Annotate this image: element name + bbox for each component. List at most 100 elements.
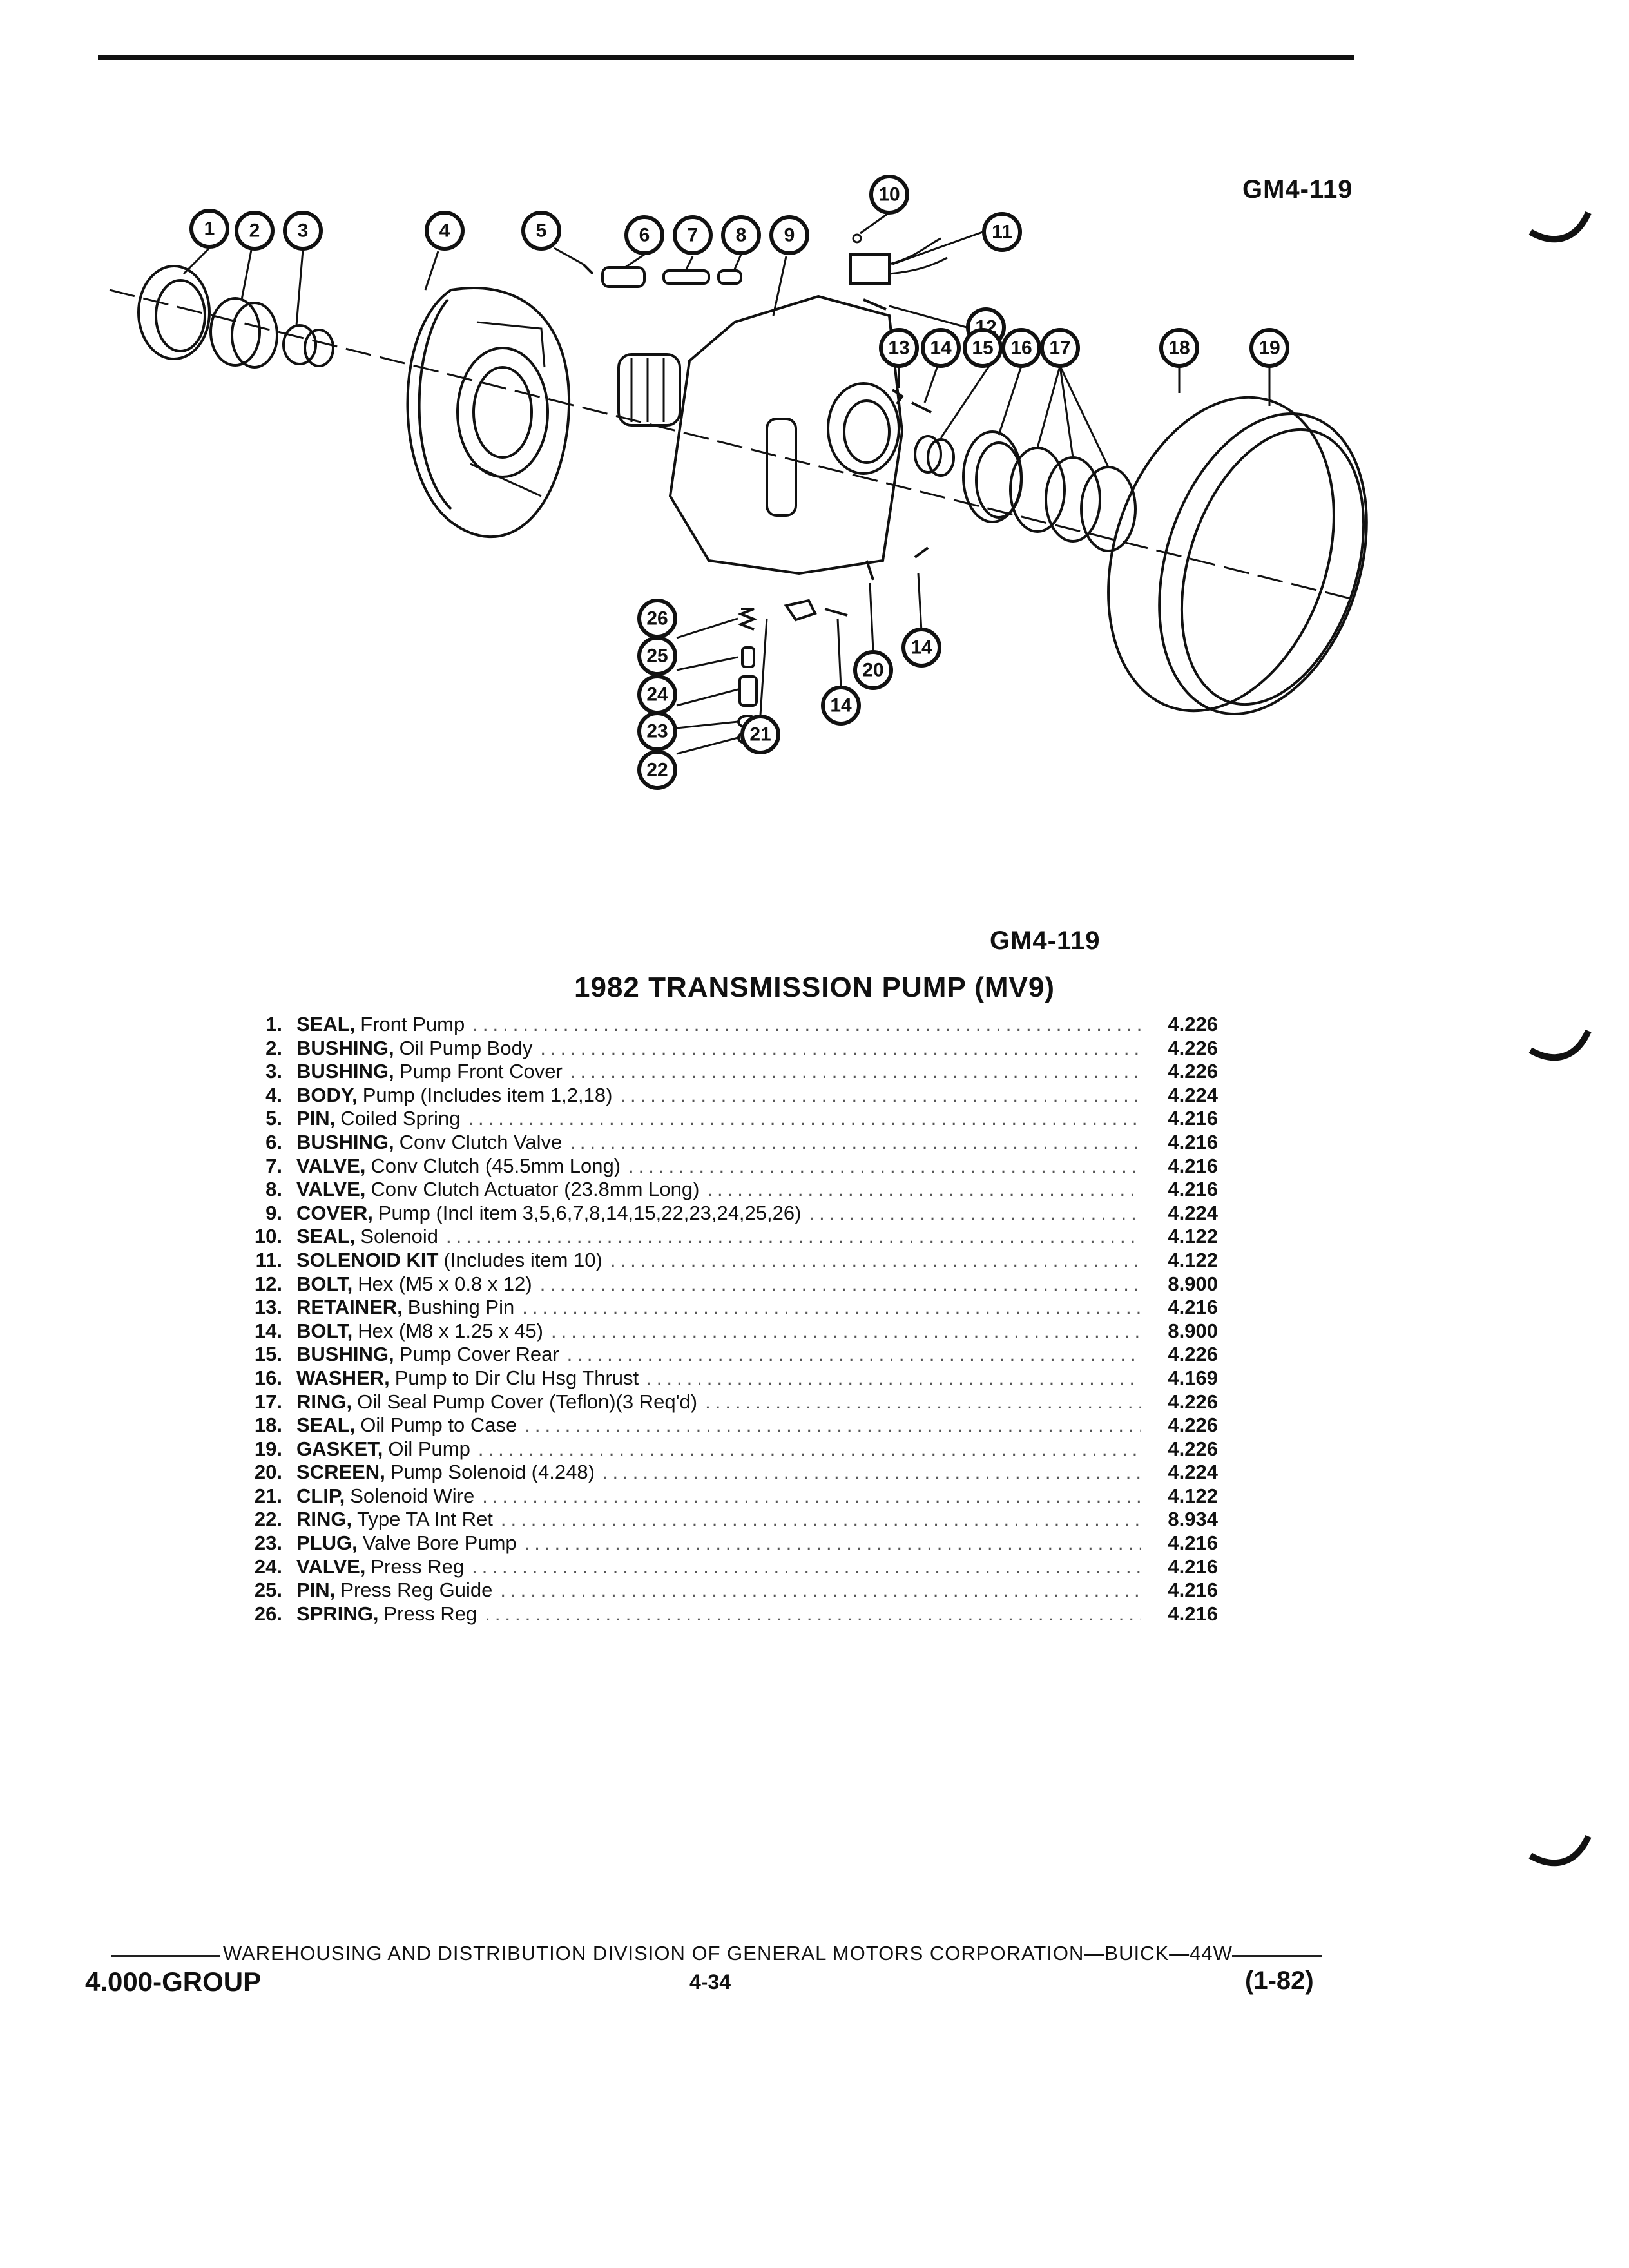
part-bushing-pump-cover-rear (914, 435, 955, 477)
part-solenoid-kit (849, 233, 948, 311)
leader-dots (438, 1225, 1141, 1248)
parts-list-row: 22.RING,Type TA Int Ret8.934 (213, 1508, 1218, 1532)
part-description: Press Reg Guide (340, 1579, 493, 1602)
parts-list-row: 25.PIN,Press Reg Guide4.216 (213, 1579, 1218, 1602)
part-bushing-front-cover (282, 324, 334, 367)
footer-rule-right (1232, 1955, 1322, 1957)
leader-dots (595, 1461, 1141, 1484)
leader-dots (602, 1249, 1141, 1272)
callout-25: 25 (637, 636, 677, 676)
svg-text:7: 7 (688, 225, 699, 246)
part-number: 11. (255, 1248, 282, 1271)
leader-dots (465, 1013, 1141, 1036)
callout-14c: 14 (901, 628, 941, 668)
svg-text:21: 21 (749, 724, 771, 745)
svg-text:13: 13 (888, 338, 909, 359)
leader-dots (474, 1485, 1141, 1508)
part-reference: 4.216 (1168, 1555, 1218, 1578)
parts-list-row: 4.BODY,Pump (Includes item 1,2,18)4.224 (213, 1084, 1218, 1108)
part-description: Conv Clutch Actuator (23.8mm Long) (371, 1178, 700, 1201)
part-number: 6. (265, 1130, 282, 1153)
part-name: GASKET, (296, 1437, 383, 1460)
part-name: PIN, (296, 1107, 336, 1130)
part-number: 13. (254, 1296, 282, 1319)
part-description: Pump (Includes item 1,2,18) (362, 1083, 613, 1106)
part-reference: 4.226 (1168, 1343, 1218, 1366)
callout-15: 15 (963, 328, 1003, 368)
part-reference: 4.226 (1168, 1060, 1218, 1083)
leader-dots (621, 1155, 1141, 1178)
leader-dots (801, 1202, 1141, 1225)
svg-text:4: 4 (439, 220, 450, 242)
part-pump-body (406, 286, 571, 539)
part-number: 18. (254, 1414, 282, 1437)
part-name: RETAINER, (296, 1296, 403, 1319)
svg-text:19: 19 (1258, 338, 1280, 359)
part-name: RING, (296, 1390, 352, 1413)
part-description: Oil Seal Pump Cover (Teflon)(3 Req'd) (357, 1390, 698, 1413)
leader-dots (697, 1390, 1141, 1414)
callout-3: 3 (283, 211, 323, 251)
part-reference: 4.226 (1168, 1013, 1218, 1035)
callout-11: 11 (982, 212, 1022, 252)
svg-text:26: 26 (646, 608, 668, 629)
part-description: Hex (M8 x 1.25 x 45) (358, 1319, 543, 1342)
part-reference: 4.216 (1168, 1532, 1218, 1555)
part-name: SEAL, (296, 1225, 356, 1248)
part-description: Pump Solenoid (4.248) (390, 1461, 595, 1484)
part-number: 19. (254, 1437, 282, 1460)
leader-dots (699, 1178, 1141, 1201)
callout-19: 19 (1249, 328, 1289, 368)
part-reference: 4.216 (1168, 1154, 1218, 1177)
part-solenoid-wire-clip (784, 599, 817, 622)
leader-dots (532, 1037, 1141, 1060)
callout-6: 6 (624, 215, 664, 255)
part-oil-pump-to-case-seal (1107, 396, 1335, 713)
parts-list-row: 3.BUSHING,Pump Front Cover4.226 (213, 1060, 1218, 1084)
callout-24: 24 (637, 675, 677, 715)
part-number: 2. (265, 1036, 282, 1059)
part-description: Pump to Dir Clu Hsg Thrust (394, 1366, 639, 1389)
part-number: 3. (265, 1060, 282, 1083)
part-name: BUSHING, (296, 1130, 394, 1153)
part-name: VALVE, (296, 1154, 366, 1177)
part-reference: 4.169 (1168, 1366, 1218, 1389)
part-number: 5. (265, 1107, 282, 1130)
part-number: 24. (254, 1555, 282, 1578)
parts-list-row: 10.SEAL,Solenoid4.122 (213, 1225, 1218, 1249)
callout-22: 22 (637, 750, 677, 790)
part-description: Bushing Pin (407, 1296, 515, 1319)
svg-text:3: 3 (298, 220, 309, 242)
part-reference: 8.900 (1168, 1319, 1218, 1342)
part-description: Type TA Int Ret (357, 1508, 493, 1531)
part-bushing-oil-pump-body (209, 297, 278, 369)
parts-list-row: 9.COVER,Pump (Incl item 3,5,6,7,8,14,15,… (213, 1202, 1218, 1225)
callout-8: 8 (721, 215, 761, 255)
callout-21: 21 (740, 715, 780, 754)
part-reference: 4.216 (1168, 1130, 1218, 1153)
leader-dots (464, 1555, 1141, 1579)
parts-list-row: 11.SOLENOID KIT(Includes item 10)4.122 (213, 1249, 1218, 1273)
callout-18: 18 (1159, 328, 1199, 368)
part-reference: 4.122 (1168, 1484, 1218, 1507)
part-retainer-bushing-pin (891, 389, 904, 405)
part-reference: 4.226 (1168, 1437, 1218, 1460)
part-description: Pump (Incl item 3,5,6,7,8,14,15,22,23,24… (378, 1201, 802, 1224)
parts-list-row: 13.RETAINER,Bushing Pin4.216 (213, 1296, 1218, 1320)
part-reference: 8.934 (1168, 1508, 1218, 1531)
part-reference: 4.226 (1168, 1036, 1218, 1059)
part-bolt-hex-upper (911, 401, 932, 414)
callout-26: 26 (637, 599, 677, 639)
part-name: PLUG, (296, 1532, 358, 1555)
binder-mark-bottom (1528, 1834, 1592, 1867)
part-number: 8. (265, 1178, 282, 1201)
callout-7: 7 (673, 215, 713, 255)
leader-dots (559, 1343, 1141, 1366)
leader-dots (517, 1414, 1141, 1437)
part-name: SOLENOID KIT (296, 1248, 439, 1271)
part-reference: 4.224 (1168, 1083, 1218, 1106)
part-number: 14. (254, 1319, 282, 1342)
callout-17: 17 (1040, 328, 1080, 368)
callout-4: 4 (425, 211, 465, 251)
leader-dots (470, 1437, 1141, 1461)
